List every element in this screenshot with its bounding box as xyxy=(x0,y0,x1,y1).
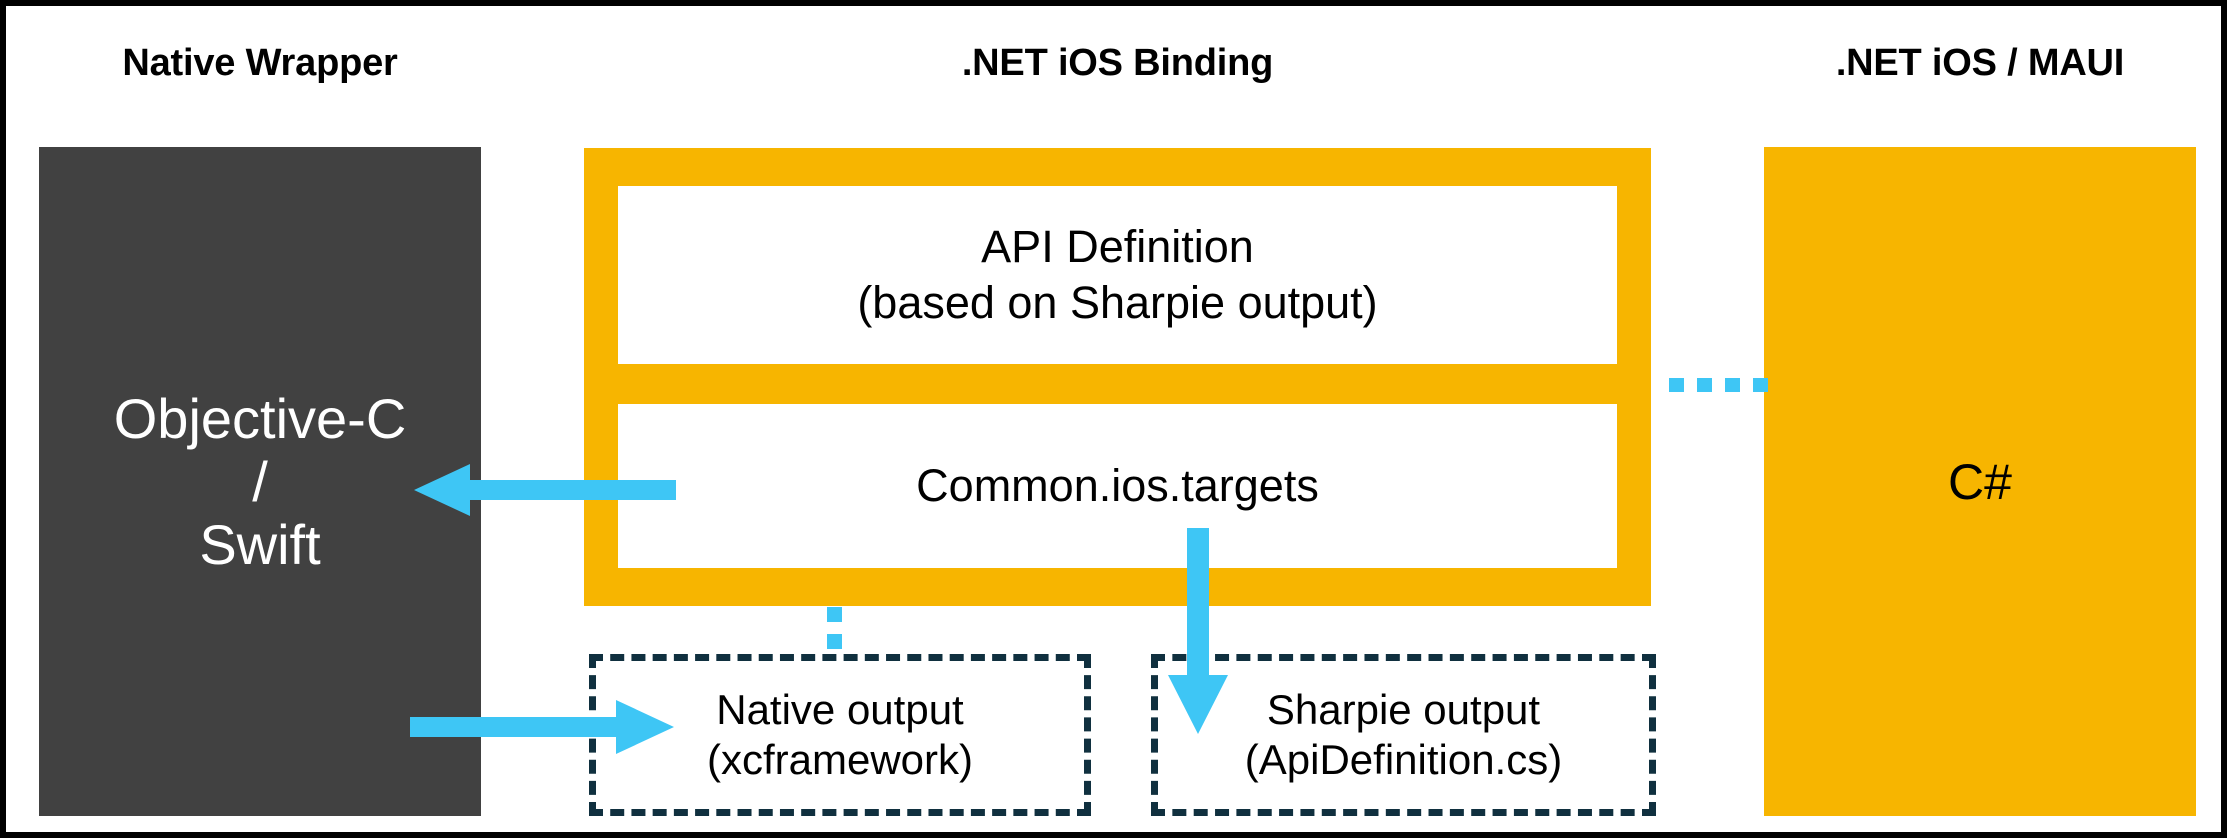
sharpie-output-box: Sharpie output (ApiDefinition.cs) xyxy=(1151,654,1656,816)
native-output-label: Native output (xcframework) xyxy=(706,685,973,783)
native-wrapper-label: Objective-C / Swift xyxy=(113,386,407,577)
sharpie-output-label: Sharpie output (ApiDefinition.cs) xyxy=(1244,685,1563,783)
dotted-connector-binding-to-csharp xyxy=(1669,378,1768,392)
api-definition-label: API Definition (based on Sharpie output) xyxy=(857,220,1378,328)
dotnet-ios-binding-block: API Definition (based on Sharpie output)… xyxy=(584,148,1651,606)
column-heading-dotnet-ios-maui: .NET iOS / MAUI xyxy=(1835,42,2125,84)
csharp-label: C# xyxy=(1948,453,2012,510)
dotnet-ios-maui-block: C# xyxy=(1764,147,2196,816)
dot-segment xyxy=(827,634,842,649)
column-heading-dotnet-ios-binding: .NET iOS Binding xyxy=(961,42,1274,84)
dot-segment xyxy=(827,607,842,622)
dot-segment xyxy=(1725,378,1740,392)
dot-segment xyxy=(1753,378,1768,392)
common-ios-targets-label: Common.ios.targets xyxy=(916,459,1319,511)
column-heading-native-wrapper: Native Wrapper xyxy=(122,42,398,84)
native-output-box: Native output (xcframework) xyxy=(589,654,1091,816)
native-wrapper-block: Objective-C / Swift xyxy=(39,147,481,816)
api-definition-card: API Definition (based on Sharpie output) xyxy=(618,186,1617,364)
arrow-targets-to-sharpie-output xyxy=(1168,528,1228,734)
common-ios-targets-card: Common.ios.targets xyxy=(618,404,1617,568)
dotted-connector-binding-to-native-output xyxy=(827,607,842,649)
dot-segment xyxy=(1697,378,1712,392)
dot-segment xyxy=(1669,378,1684,392)
arrow-native-wrapper-to-native-output xyxy=(410,700,674,754)
arrow-targets-to-native-wrapper xyxy=(414,464,676,516)
